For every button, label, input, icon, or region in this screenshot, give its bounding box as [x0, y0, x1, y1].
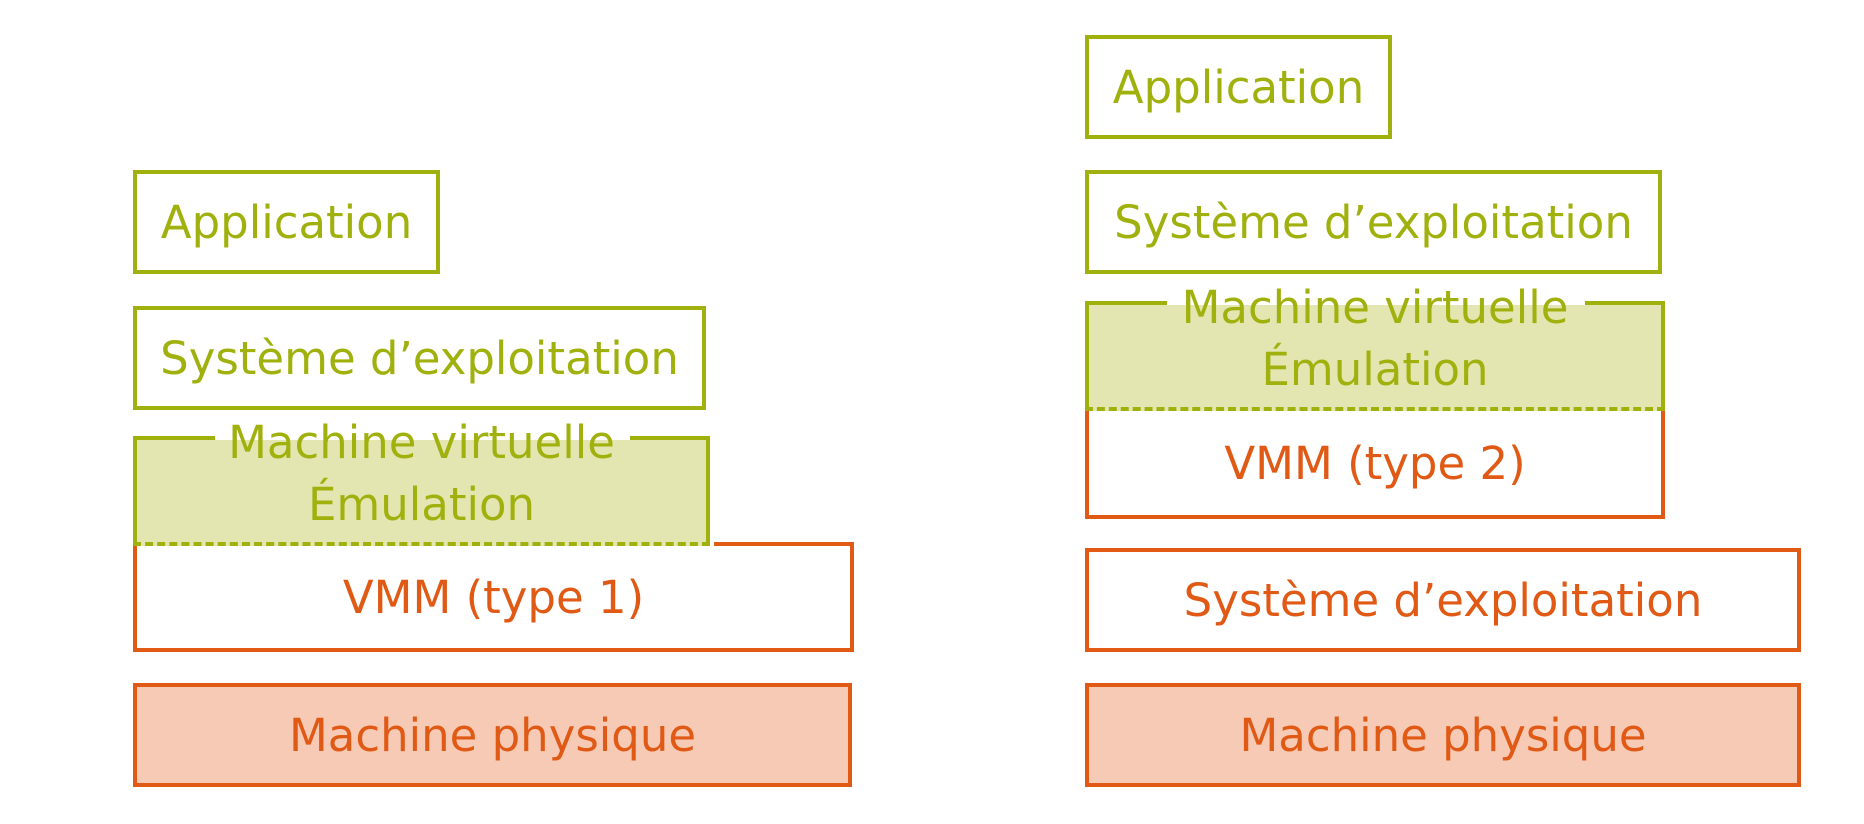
right-vmm-label: VMM (type 2) [1224, 436, 1526, 490]
left-hardware-label: Machine physique [288, 708, 697, 762]
left-application-label: Application [160, 195, 413, 249]
left-vm-top-line-right [630, 436, 710, 440]
left-vmm-box: VMM (type 1) [133, 542, 854, 652]
left-vm-title: Machine virtuelle [228, 416, 615, 469]
right-application-box: Application [1085, 35, 1392, 139]
right-vm-title: Machine virtuelle [1181, 281, 1569, 334]
left-hardware-box: Machine physique [133, 683, 852, 787]
left-vmm-label: VMM (type 1) [342, 570, 645, 624]
right-vm-box: Machine virtuelle Émulation [1085, 285, 1665, 411]
left-application-box: Application [133, 170, 440, 274]
right-vm-subtitle: Émulation [1261, 343, 1489, 396]
left-vm-box: Machine virtuelle Émulation [133, 420, 710, 546]
left-os-label: Système d’exploitation [160, 331, 679, 385]
right-host-os-box: Système d’exploitation [1085, 548, 1801, 652]
right-hardware-box: Machine physique [1085, 683, 1801, 787]
right-vmm-box: VMM (type 2) [1085, 411, 1665, 519]
right-vm-top-line-left [1085, 301, 1167, 305]
left-vm-top-line-left [133, 436, 215, 440]
right-guest-os-box: Système d’exploitation [1085, 170, 1662, 274]
left-vm-subtitle: Émulation [307, 478, 536, 531]
right-vm-top-line-right [1585, 301, 1665, 305]
right-host-os-label: Système d’exploitation [1183, 573, 1703, 627]
right-hardware-label: Machine physique [1239, 708, 1647, 762]
right-application-label: Application [1112, 60, 1365, 114]
right-guest-os-label: Système d’exploitation [1114, 195, 1633, 249]
left-os-box: Système d’exploitation [133, 306, 706, 410]
left-vmm-top-edge [714, 542, 854, 546]
